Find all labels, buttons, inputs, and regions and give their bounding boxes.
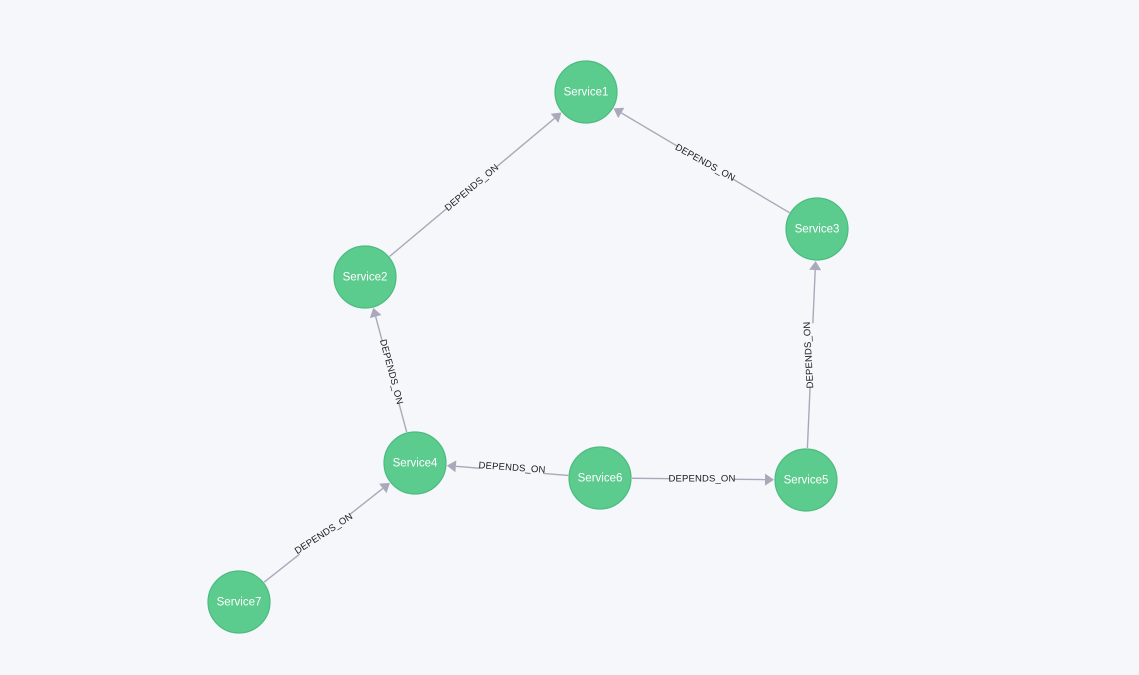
edge-arrowhead-icon <box>764 473 775 486</box>
graph-node-service2[interactable]: Service2 <box>333 245 397 309</box>
edge-arrowhead-icon <box>379 482 390 494</box>
node-circle[interactable] <box>383 431 447 495</box>
edge-arrowhead-icon <box>613 107 625 119</box>
edge-label-background <box>800 323 818 387</box>
edge-labels-layer: DEPENDS_ON DEPENDS_ON DEPENDS_ON DEPENDS_ON… <box>293 141 818 558</box>
edge-label-group: DEPENDS_ON <box>800 321 818 389</box>
graph-node-service6[interactable]: Service6 <box>568 446 632 510</box>
node-circle[interactable] <box>207 570 271 634</box>
edge-label-background <box>480 458 544 478</box>
graph-node-service3[interactable]: Service3 <box>785 197 849 261</box>
edge-arrowhead-icon <box>369 307 382 319</box>
edges-layer <box>263 107 822 583</box>
edge-label-background <box>376 339 406 405</box>
edge-label-group: DEPENDS_ON <box>443 162 501 214</box>
edge-label-group: DEPENDS_ON <box>478 458 546 478</box>
edge-label-background <box>293 510 355 558</box>
node-circle[interactable] <box>785 197 849 261</box>
edge-label-group: DEPENDS_ON <box>293 510 355 558</box>
node-circle[interactable] <box>554 60 618 124</box>
edge-label-background <box>670 472 734 486</box>
graph-node-service1[interactable]: Service1 <box>554 60 618 124</box>
graph-node-service5[interactable]: Service5 <box>774 448 838 512</box>
graph-node-service7[interactable]: Service7 <box>207 570 271 634</box>
edge-label-group: DEPENDS_ON <box>376 338 406 406</box>
edge-label-group: DEPENDS_ON <box>673 141 737 185</box>
edge-label-group: DEPENDS_ON <box>669 472 735 486</box>
edge-arrowhead-icon <box>446 460 457 473</box>
graph-node-service4[interactable]: Service4 <box>383 431 447 495</box>
node-circle[interactable] <box>568 446 632 510</box>
node-circle[interactable] <box>333 245 397 309</box>
node-circle[interactable] <box>774 448 838 512</box>
edge-arrowhead-icon <box>809 260 822 271</box>
edge-label-background <box>674 141 736 185</box>
edge-arrowhead-icon <box>550 112 562 123</box>
edge-label-background <box>443 162 501 214</box>
